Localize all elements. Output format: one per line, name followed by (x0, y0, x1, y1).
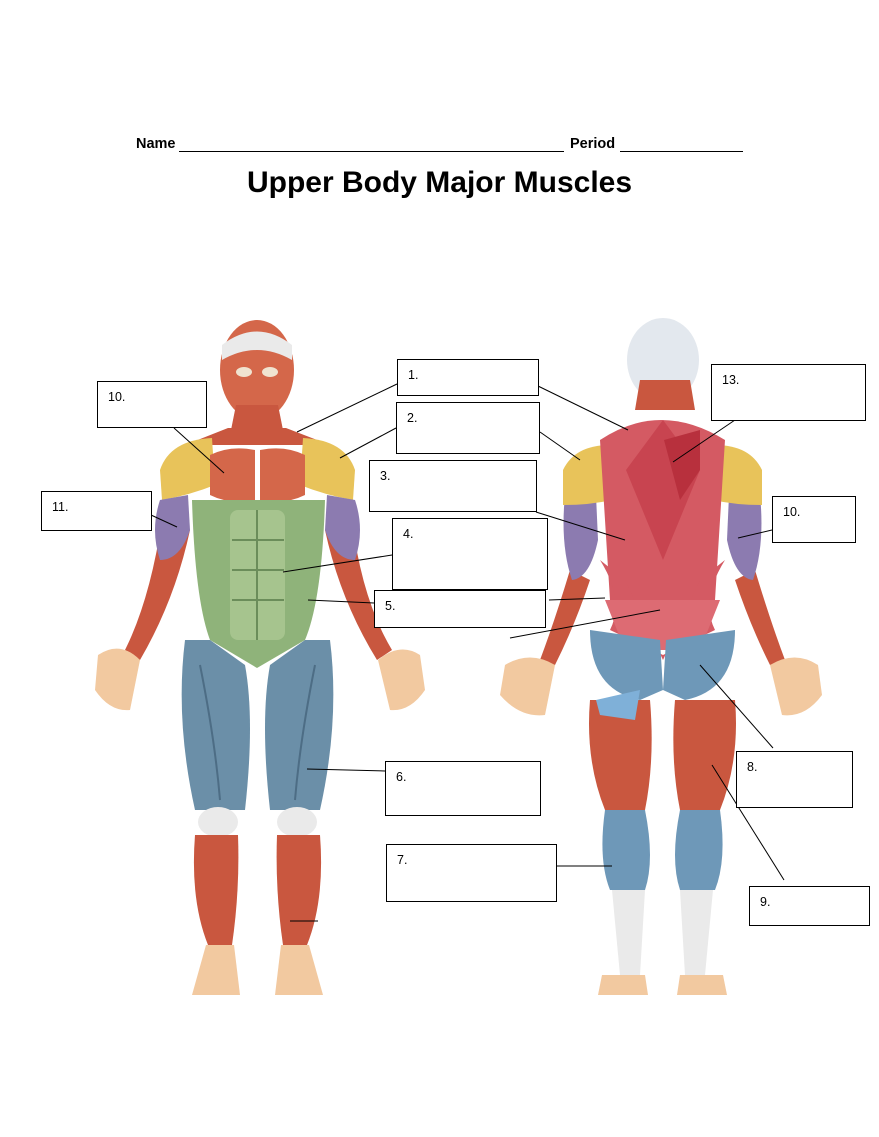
label-box-8[interactable]: 8. (736, 751, 853, 808)
label-box-13[interactable]: 13. (711, 364, 866, 421)
label-number-8: 8. (747, 760, 758, 774)
label-box-5[interactable]: 5. (374, 590, 546, 628)
label-number-13: 13. (722, 373, 740, 387)
period-label: Period (570, 136, 616, 152)
label-number-6: 6. (396, 770, 407, 784)
leader-lines (150, 383, 785, 922)
label-box-6[interactable]: 6. (385, 761, 541, 816)
label-number-2: 2. (407, 411, 418, 425)
label-number-4: 4. (403, 527, 414, 541)
label-number-1: 1. (408, 368, 419, 382)
label-box-9[interactable]: 9. (749, 886, 870, 926)
label-number-11: 11. (52, 500, 69, 514)
label-box-10-front[interactable]: 10. (97, 381, 207, 428)
name-period-line: Name Period (136, 136, 746, 156)
front-body-figure (95, 320, 425, 995)
label-box-3[interactable]: 3. (369, 460, 537, 512)
label-number-10-back: 10. (783, 505, 801, 519)
label-box-7[interactable]: 7. (386, 844, 557, 902)
label-number-3: 3. (380, 469, 391, 483)
page-title: Upper Body Major Muscles (246, 166, 633, 199)
label-number-10-front: 10. (108, 390, 126, 404)
label-number-5: 5. (385, 599, 396, 613)
label-box-11[interactable]: 11. (41, 491, 152, 531)
label-number-9: 9. (760, 895, 771, 909)
period-blank[interactable] (620, 151, 743, 152)
back-body-figure (500, 318, 822, 995)
label-box-4[interactable]: 4. (392, 518, 548, 590)
label-box-10-back[interactable]: 10. (772, 496, 856, 543)
name-blank[interactable] (179, 151, 564, 152)
label-box-1[interactable]: 1. (397, 359, 539, 396)
label-number-7: 7. (397, 853, 408, 867)
label-box-2[interactable]: 2. (396, 402, 540, 454)
name-label: Name (136, 136, 176, 152)
